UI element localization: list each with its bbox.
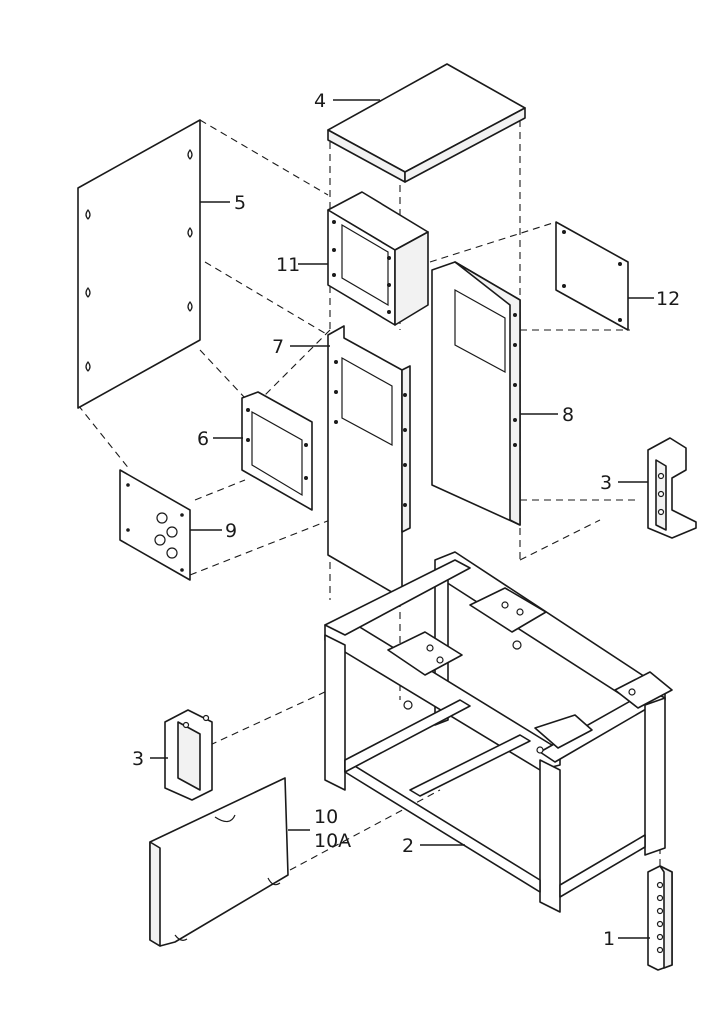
part-10-bottom-panel (149, 777, 289, 947)
callout-12: 12 (656, 288, 680, 310)
callout-labels: 4 5 11 7 6 9 8 12 3 3 10 10A 2 1 (132, 90, 680, 950)
part-8-channel-panel (431, 261, 521, 526)
part-5-side-panel (77, 119, 201, 409)
part-6-gasket-frame (241, 391, 313, 511)
part-3-bracket-right (647, 437, 697, 539)
part-12-rear-plate (555, 221, 629, 331)
part-2-stand-frame (324, 551, 673, 913)
callout-3-left: 3 (132, 748, 144, 770)
callout-2: 2 (402, 835, 414, 857)
callout-9: 9 (225, 520, 237, 542)
leader-lines (150, 99, 654, 939)
part-7-center-panel (327, 325, 411, 599)
callout-3-right: 3 (600, 472, 612, 494)
part-3-bracket-left (164, 709, 213, 801)
callout-1: 1 (603, 928, 615, 950)
part-9-hole-plate (119, 469, 191, 581)
part-11-box-frame (327, 191, 429, 326)
callout-10: 10 (314, 806, 338, 828)
part-4-top-cover (327, 63, 526, 183)
callout-11: 11 (276, 254, 300, 276)
callout-7: 7 (272, 336, 284, 358)
callout-4: 4 (314, 90, 326, 112)
part-1-leg-extension (647, 865, 673, 971)
callout-8: 8 (562, 404, 574, 426)
callout-5: 5 (234, 192, 246, 214)
callout-6: 6 (197, 428, 209, 450)
callout-10a: 10A (314, 830, 351, 852)
